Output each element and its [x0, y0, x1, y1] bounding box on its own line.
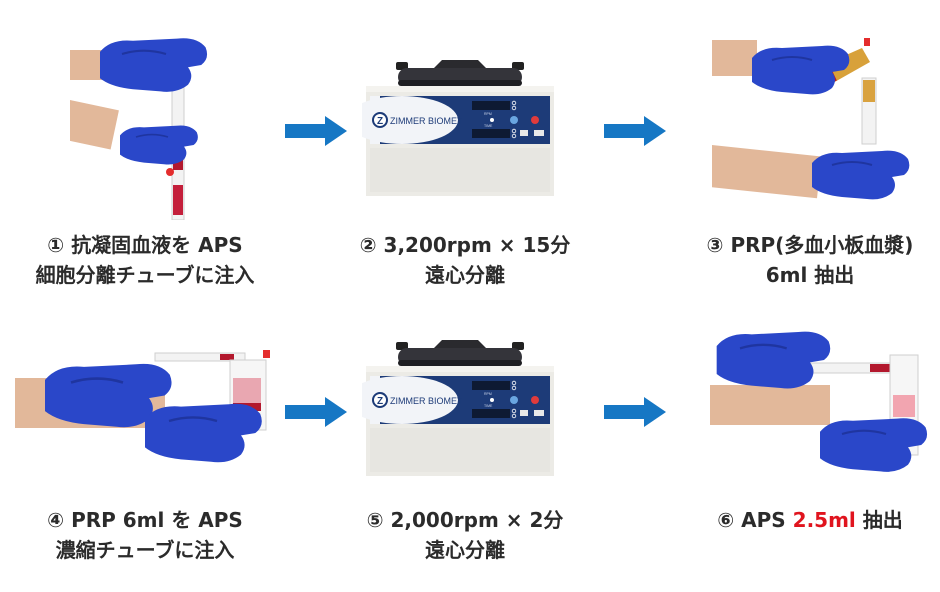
step-1-caption: ① 抗凝固血液を APS 細胞分離チューブに注入: [35, 233, 255, 287]
arrow-right-icon: [604, 116, 666, 146]
step-5-centrifuge-image: [362, 340, 558, 476]
step-4-image: [15, 338, 270, 478]
step-2-caption: ② 3,200rpm × 15分 遠心分離: [359, 233, 571, 287]
step-1-image: [70, 20, 210, 220]
volume-highlight: 2.5ml: [792, 508, 856, 532]
step-2-centrifuge-image: [362, 60, 558, 196]
step-5-caption: ⑤ 2,000rpm × 2分 遠心分離: [366, 508, 564, 562]
step-6-image: [710, 325, 940, 485]
arrow-right-icon: [604, 397, 666, 427]
arrow-right-icon: [285, 116, 347, 146]
step-3-caption: ③ PRP(多血小板血漿) 6ml 抽出: [706, 233, 914, 287]
step-3-image: [712, 30, 922, 205]
arrow-right-icon: [285, 397, 347, 427]
step-4-caption: ④ PRP 6ml を APS 濃縮チューブに注入: [47, 508, 243, 562]
step-6-caption: ⑥ APS 2.5ml 抽出: [717, 508, 903, 532]
